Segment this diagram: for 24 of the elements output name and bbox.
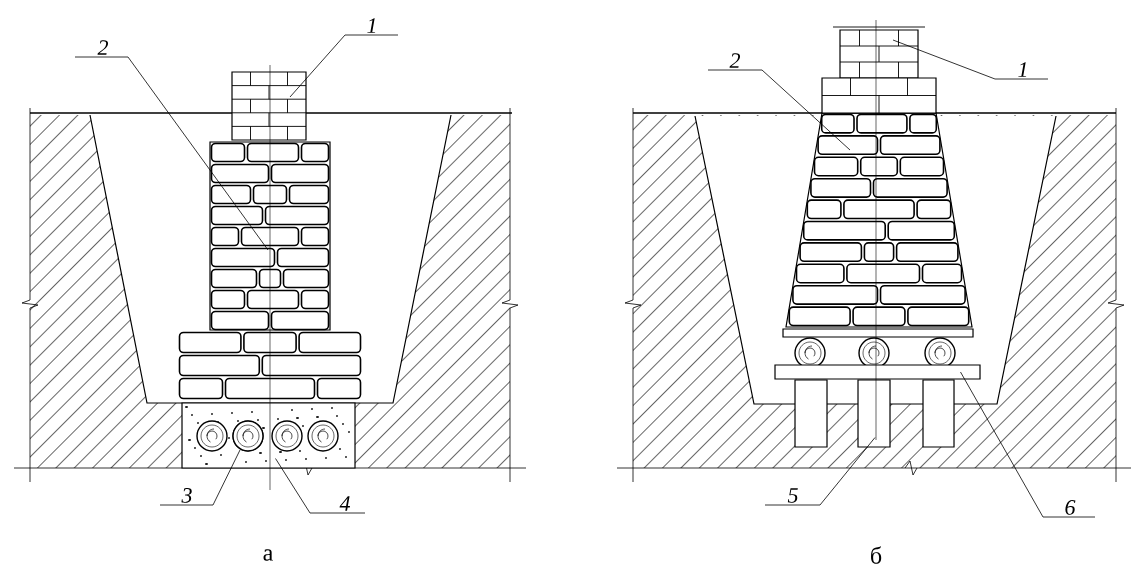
leader-line xyxy=(892,39,1049,80)
brick-wall xyxy=(231,71,307,141)
callout-number: 1 xyxy=(1018,62,1027,77)
leader-line xyxy=(275,458,366,514)
leader-line xyxy=(159,449,241,506)
leader-line xyxy=(764,437,876,506)
callout-number: 3 xyxy=(181,488,192,503)
callout-number: 4 xyxy=(339,496,350,511)
stone-masonry xyxy=(785,112,973,328)
brick-wall xyxy=(832,26,926,79)
callout-number: 6 xyxy=(1065,500,1076,515)
leader-line xyxy=(707,69,851,151)
leader-line xyxy=(74,56,269,251)
figure-label: б xyxy=(871,546,882,564)
stone-masonry xyxy=(178,141,362,400)
callout-number: 2 xyxy=(97,40,109,55)
leader-line xyxy=(289,34,399,98)
figure-label: а xyxy=(263,549,273,561)
leader-line xyxy=(960,371,1096,518)
log xyxy=(232,420,264,452)
callout-number: 5 xyxy=(787,488,798,503)
callout-number: 2 xyxy=(729,53,741,68)
callout-number: 1 xyxy=(367,18,376,33)
pile xyxy=(857,379,891,448)
